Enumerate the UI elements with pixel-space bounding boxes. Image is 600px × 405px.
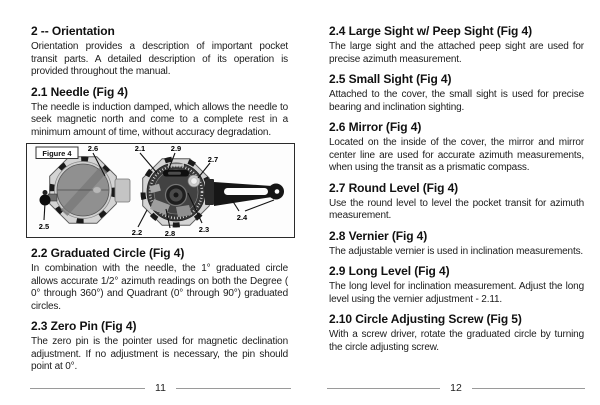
footer-rule [471,387,585,389]
sight-slot [224,188,268,195]
section-heading: 2.8 Vernier (Fig 4) [329,228,428,243]
section-heading: 2.4 Large Sight w/ Peep Sight (Fig 4) [329,24,532,38]
vernier-arc [150,199,170,215]
section-heading: 2 -- Orientation [31,24,115,38]
page-number: 12 [450,382,462,394]
callout-2-4: 2.4 [237,213,248,222]
callout-2-1: 2.1 [135,144,145,153]
figure-title-box: Figure 4 [35,146,79,159]
section-heading: 2.2 Graduated Circle (Fig 4) [31,246,185,260]
pocket-transit-illustration: Figure 4 2.6 2.1 2.9 2.7 2 [26,143,295,238]
footer-rule [175,387,291,389]
footer-rule [327,387,441,389]
section-body: Attached to the cover, the small sight i… [329,89,584,113]
sight-bracket [205,179,214,205]
section-body: The adjustable vernier is used in inclin… [329,245,584,257]
section-body: With a screw driver, rotate the graduate… [329,329,584,353]
section-heading: 2.10 Circle Adjusting Screw (Fig 5) [329,312,522,326]
section-body: Use the round level to level the pocket … [329,197,584,222]
callout-2-8: 2.8 [165,229,175,238]
footer-rule [30,387,146,389]
left-page-column: 2 -- Orientation Orientation provides a … [26,24,295,374]
right-page-footer: 12 [327,382,585,394]
graduated-circle-ticks [148,164,204,220]
compass-body [140,156,212,228]
dial-brand-text [168,163,184,167]
section-heading: 2.6 Mirror (Fig 4) [329,120,422,134]
small-sight [39,190,58,206]
callout-2-9: 2.9 [171,144,181,153]
mirror-sheen [60,165,108,217]
callout-2-7: 2.7 [208,155,218,164]
section-heading: 2.3 Zero Pin (Fig 4) [31,319,137,333]
section-body: The large sight and the attached peep si… [329,41,584,65]
callout-2-5: 2.5 [39,222,49,231]
section-heading: 2.5 Small Sight (Fig 4) [329,72,452,86]
large-sight [205,179,284,206]
figure-title: Figure 4 [42,149,72,158]
section-body: In combination with the needle, the 1° g… [31,263,288,312]
page-number: 11 [155,382,166,394]
sighting-window [92,186,102,194]
callout-2-2: 2.2 [132,228,142,237]
section-body: The zero pin is the pointer used for mag… [31,336,288,372]
mirror-cover [49,156,117,224]
figure-4-diagram: Figure 4 2.6 2.1 2.9 2.7 2 [26,143,295,238]
section-heading: 2.1 Needle (Fig 4) [31,84,128,99]
section-body: The needle is induction damped, which al… [31,101,288,138]
section-body: The long level for inclination measureme… [329,281,584,305]
callout-labels: 2.6 2.1 2.9 2.7 2.5 2.2 2.8 2.3 2.4 [39,144,248,238]
right-page-column: 2.4 Large Sight w/ Peep Sight (Fig 4) Th… [329,24,584,354]
left-page-footer: 11 [30,382,291,394]
vernier-arc [176,205,192,217]
hinge [114,178,131,203]
callout-2-3: 2.3 [199,225,209,234]
section-body: Located on the inside of the cover, the … [329,137,584,173]
cover-rim-notches [49,156,117,224]
section-heading: 2.9 Long Level (Fig 4) [329,264,450,278]
callout-2-6: 2.6 [88,144,98,153]
section-heading: 2.7 Round Level (Fig 4) [329,180,459,195]
section-body: Orientation provides a description of im… [31,41,288,77]
callout-leader-lines [43,152,275,229]
